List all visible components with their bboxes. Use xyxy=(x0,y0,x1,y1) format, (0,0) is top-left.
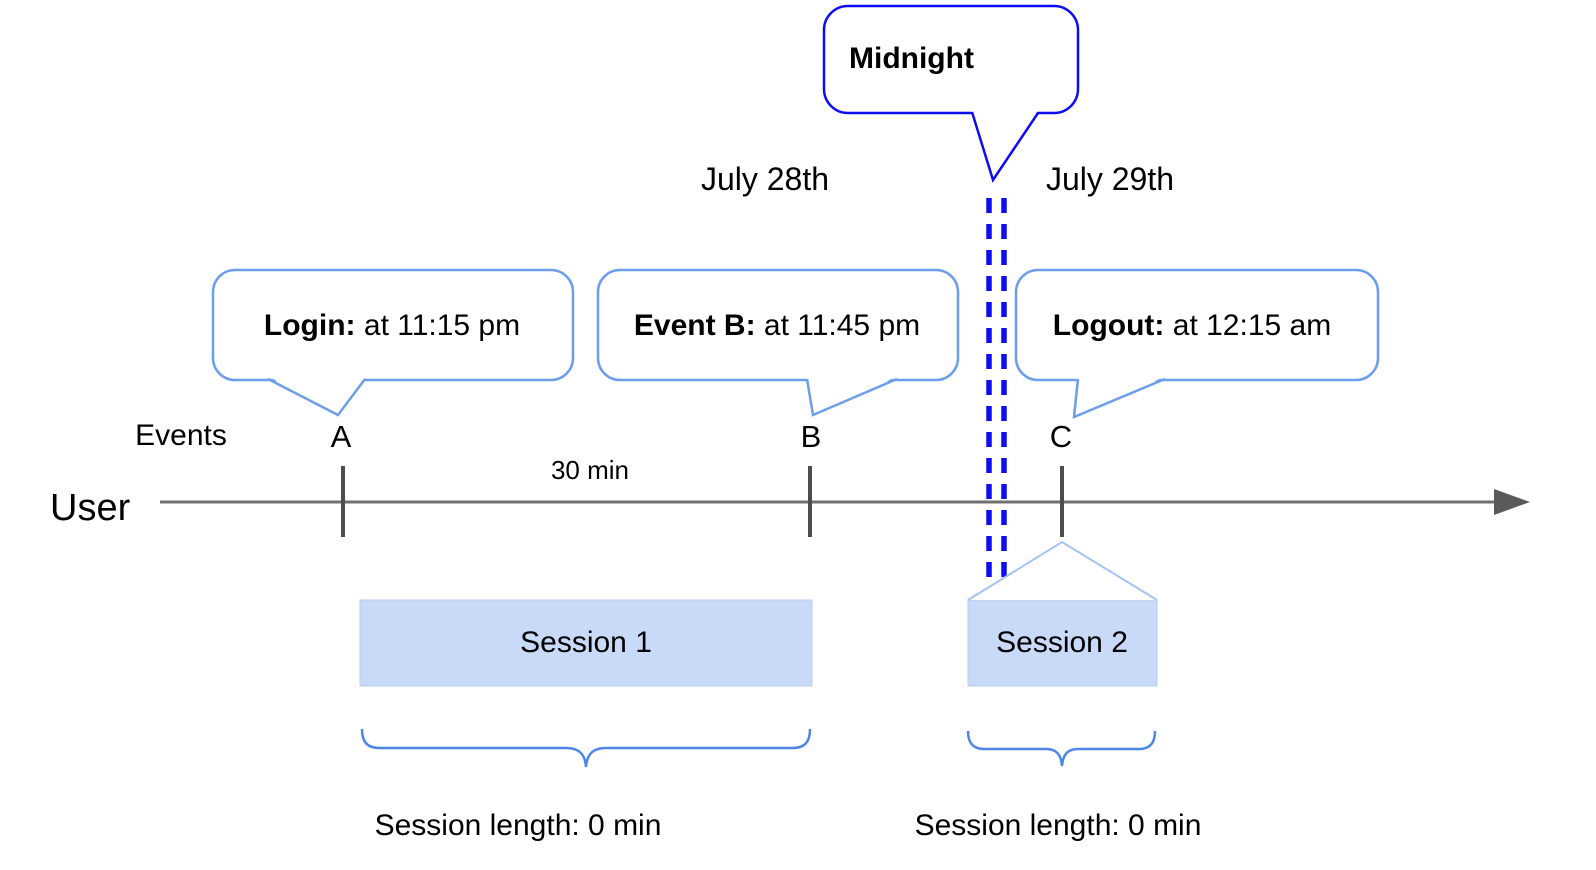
events-row-label: Events xyxy=(135,419,227,452)
login-callout-tail-fill xyxy=(268,376,366,415)
user-axis-label: User xyxy=(50,487,131,529)
session-1-length-label: Session length: 0 min xyxy=(374,809,662,842)
session-1-brace xyxy=(360,728,812,768)
login-callout-time: at 11:15 pm xyxy=(363,309,521,342)
event-b-callout-text: Event B: at 11:45 pm xyxy=(634,311,920,341)
event-b-callout-tail-fill xyxy=(806,376,898,415)
date-july-29: July 29th xyxy=(1045,161,1175,197)
logout-callout-label: Logout: xyxy=(1052,309,1165,342)
event-marker-a: A xyxy=(330,419,352,454)
event-b-callout-bubble xyxy=(596,268,960,382)
login-callout-text: Login: at 11:15 pm xyxy=(264,311,520,341)
logout-callout-bubble xyxy=(1014,268,1380,382)
logout-callout-text: Logout: at 12:15 am xyxy=(1053,311,1331,341)
session-2-brace xyxy=(966,730,1157,767)
event-b-callout-time: at 11:45 pm xyxy=(763,309,921,342)
interval-label-30-min: 30 min xyxy=(550,455,630,485)
login-callout-tail xyxy=(267,377,366,417)
session-2-length-label: Session length: 0 min xyxy=(914,809,1202,842)
logout-callout-time: at 12:15 am xyxy=(1172,309,1332,342)
midnight-callout-label: Midnight xyxy=(849,42,974,75)
session-2-pointer xyxy=(967,540,1158,601)
session-1-label: Session 1 xyxy=(520,626,652,659)
login-callout-bubble xyxy=(211,268,575,382)
midnight-callout-bubble xyxy=(822,4,1080,115)
event-b-callout-tail xyxy=(805,377,898,417)
midnight-callout-tail xyxy=(970,111,1040,183)
event-b-callout-label: Event B: xyxy=(633,309,756,342)
event-marker-c: C xyxy=(1049,419,1073,454)
session-2-pointer-fill xyxy=(968,542,1157,600)
event-marker-b: B xyxy=(800,419,822,454)
session-2-bar xyxy=(967,599,1158,687)
logout-callout-tail xyxy=(1072,377,1166,419)
session-2-label: Session 2 xyxy=(996,626,1128,659)
login-callout-label: Login: xyxy=(263,309,356,342)
timeline-arrowhead-icon xyxy=(1494,489,1530,515)
session-1-bar xyxy=(359,599,813,687)
date-july-28: July 28th xyxy=(700,161,830,197)
